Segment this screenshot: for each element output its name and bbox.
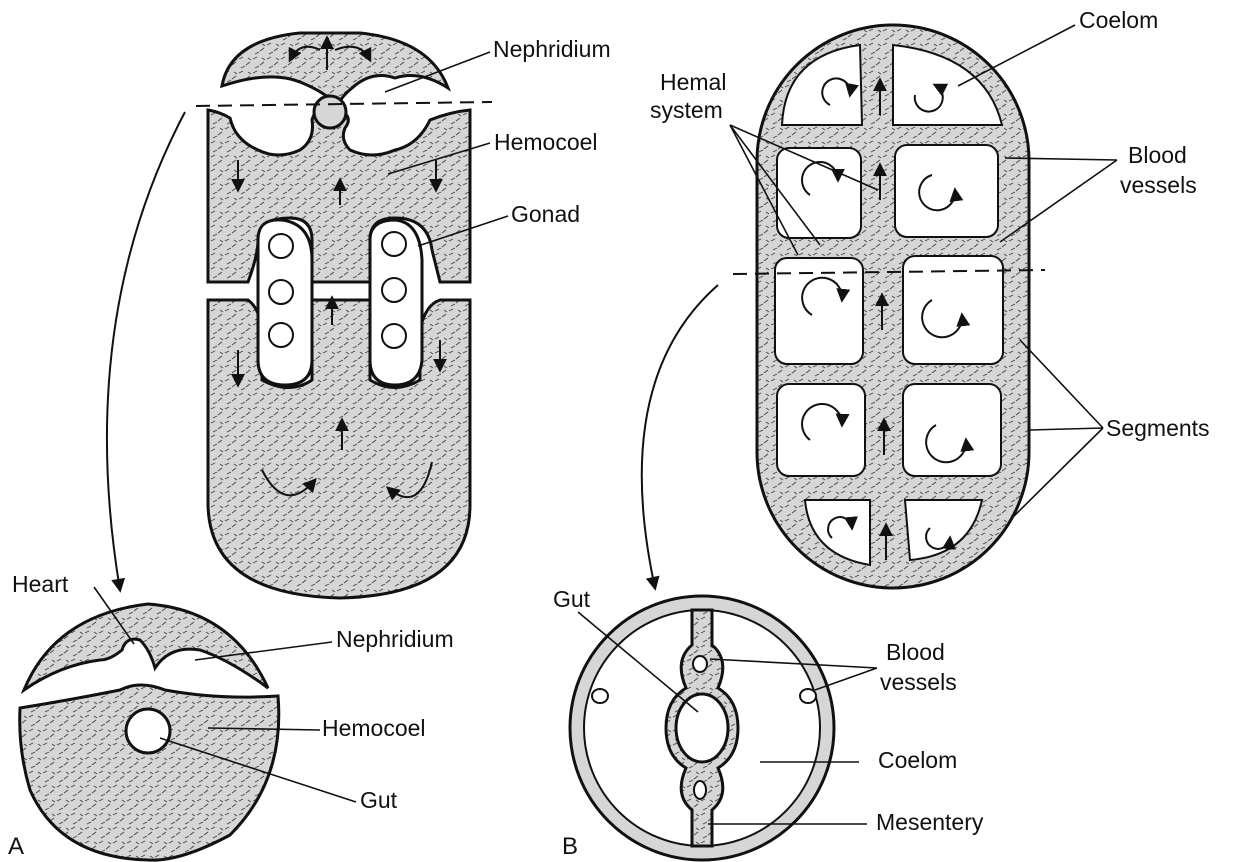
blood-vessel-dorsal-b	[693, 656, 707, 672]
label-blood-vessels-bottom-line1-b: Blood	[886, 639, 945, 665]
nephridium-cap-a	[222, 33, 448, 106]
label-coelom-top-b: Coelom	[1079, 7, 1158, 33]
blood-vessel-right-b	[800, 689, 816, 703]
label-gonad-a: Gonad	[511, 201, 580, 227]
panel-letter-a: A	[8, 833, 24, 860]
hemocoel-body-lower-a	[208, 300, 470, 598]
blood-vessel-left-b	[592, 689, 608, 703]
cross-section-b	[570, 596, 834, 860]
label-segments-b: Segments	[1106, 415, 1210, 441]
label-blood-vessels-bottom-line2-b: vessels	[880, 669, 957, 695]
label-nephridium-top-a: Nephridium	[493, 36, 611, 62]
label-hemocoel-top-a: Hemocoel	[494, 129, 598, 155]
panel-a: Nephridium Hemocoel Gonad Heart Nephridi…	[8, 33, 611, 860]
label-mesentery-b: Mesentery	[876, 809, 984, 835]
label-heart-a: Heart	[12, 571, 69, 597]
label-hemocoel-bottom-a: Hemocoel	[322, 715, 426, 741]
label-gut-b: Gut	[553, 586, 591, 612]
heart-a-top	[314, 96, 346, 128]
label-blood-vessels-top-line2-b: vessels	[1120, 172, 1197, 198]
label-coelom-bottom-b: Coelom	[878, 747, 957, 773]
label-gut-a: Gut	[360, 787, 398, 813]
label-hemal-line1-b: Hemal	[660, 69, 726, 95]
panel-letter-b: B	[562, 833, 578, 860]
nephridium-section-a	[24, 604, 268, 690]
label-blood-vessels-top-line1-b: Blood	[1128, 142, 1187, 168]
blood-vessel-ventral-b	[694, 781, 706, 799]
cross-section-a	[20, 604, 279, 860]
gut-a	[126, 709, 170, 753]
label-nephridium-bottom-a: Nephridium	[336, 626, 454, 652]
gut-b	[676, 694, 728, 762]
panel-b: Coelom Hemal system Blood vessels Segmen…	[553, 7, 1210, 860]
label-hemal-line2-b: system	[650, 97, 723, 123]
